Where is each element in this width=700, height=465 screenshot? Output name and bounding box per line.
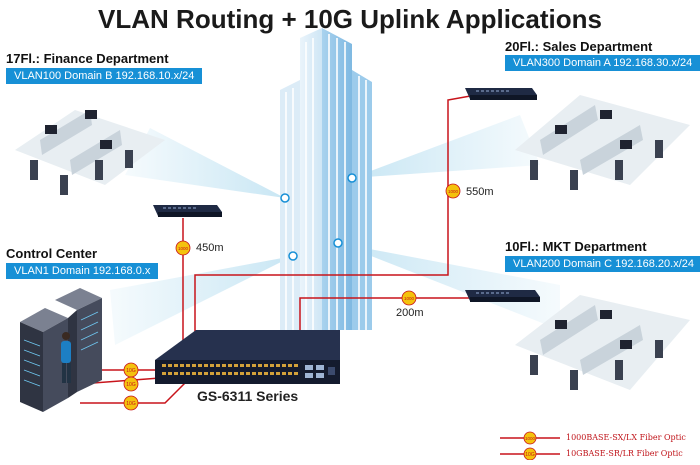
switch-sales [465, 88, 537, 100]
office-finance [15, 110, 165, 195]
sales-dept-title: 20Fl.: Sales Department [505, 39, 653, 54]
sales-vlan-tag: VLAN300 Domain A 192.168.30.x/24 [505, 55, 700, 71]
beam-mkt [338, 243, 560, 330]
mkt-vlan-tag: VLAN200 Domain C 192.168.20.x/24 [505, 256, 700, 272]
sales-distance: 550m [466, 186, 494, 198]
server-racks [20, 288, 102, 412]
core-switch [155, 330, 340, 384]
legend-label-1000: 1000BASE-SX/LX Fiber Optic [566, 433, 686, 442]
skyscraper [280, 28, 372, 330]
badge-server-2: 10G [123, 376, 139, 392]
finance-vlan-tag: VLAN100 Domain B 192.168.10.x/24 [6, 68, 203, 84]
badge-server-1: 10G [123, 362, 139, 378]
beam-control [110, 256, 293, 345]
svg-text:1000: 1000 [525, 436, 536, 441]
control-center-title: Control Center [6, 246, 97, 261]
switch-finance [153, 205, 222, 217]
office-sales [515, 95, 690, 190]
tower-port-finance [280, 193, 290, 203]
tower-port-sales [347, 173, 357, 183]
svg-text:1000: 1000 [448, 189, 459, 194]
finance-dept-title: 17Fl.: Finance Department [6, 51, 169, 66]
technician-figure [61, 332, 71, 383]
office-mkt [515, 295, 690, 390]
svg-text:1000: 1000 [178, 246, 189, 251]
tower-port-control [288, 251, 298, 261]
switch-mkt [465, 290, 540, 302]
mkt-distance: 200m [396, 307, 424, 319]
svg-text:1000: 1000 [404, 296, 415, 301]
finance-distance: 450m [196, 242, 224, 254]
badge-server-3: 10G [123, 395, 139, 411]
svg-text:10G: 10G [126, 368, 136, 374]
page-title: VLAN Routing + 10G Uplink Applications [98, 4, 602, 34]
badge-mkt-link: 1000 [401, 290, 417, 306]
legend-badge-1000 [523, 431, 537, 445]
control-vlan-tag: VLAN1 Domain 192.168.0.x [6, 263, 159, 279]
badge-sales-link: 1000 [445, 183, 461, 199]
beam-sales [352, 115, 540, 178]
tower-port-mkt [333, 238, 343, 248]
core-switch-model: GS-6311 Series [197, 388, 299, 404]
legend-label-10g: 10GBASE-SR/LR Fiber Optic [566, 449, 683, 458]
mkt-dept-title: 10Fl.: MKT Department [505, 239, 647, 254]
svg-text:10G: 10G [126, 401, 136, 407]
svg-text:10G: 10G [126, 382, 136, 388]
beam-finance [125, 128, 285, 198]
legend: 1000 10G [500, 431, 560, 461]
svg-text:10G: 10G [525, 452, 535, 458]
badge-finance-link: 1000 [175, 240, 191, 256]
